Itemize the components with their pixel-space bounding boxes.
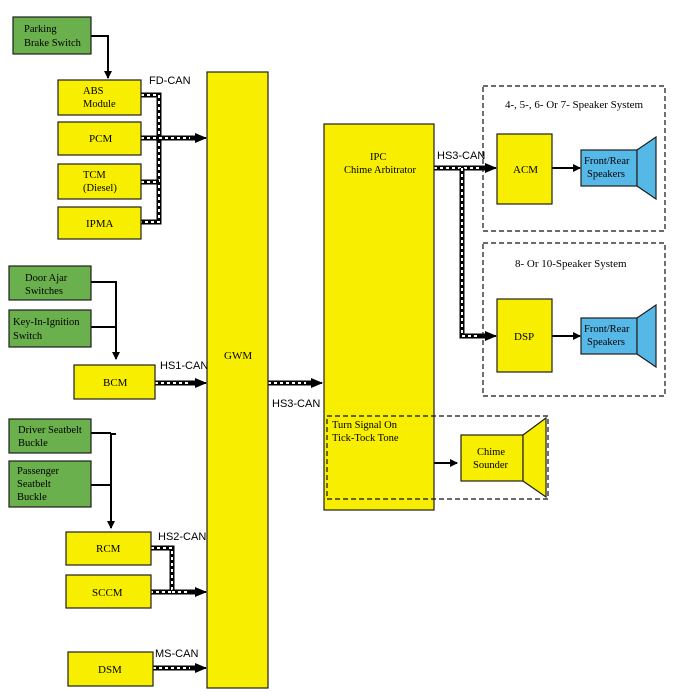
dsm-label: DSM bbox=[98, 664, 122, 676]
speaker-system-b-frame bbox=[482, 242, 666, 397]
passenger-seatbelt-label-3: Buckle bbox=[17, 492, 47, 503]
dsp-module bbox=[496, 298, 553, 373]
speakers-1-label-1: Front/Rear bbox=[584, 156, 630, 167]
sccm-label: SCCM bbox=[92, 587, 123, 599]
hs1-can-label: HS1-CAN bbox=[160, 360, 208, 372]
key-in-ignition-switch bbox=[8, 309, 92, 348]
door-ajar-switches bbox=[8, 265, 92, 301]
passenger-seatbelt-label-2: Seatbelt bbox=[17, 479, 51, 490]
chime-sounder-icon bbox=[460, 416, 547, 499]
key-in-ignition-label-1: Key-In-Ignition bbox=[13, 317, 80, 328]
chime-label-2: Sounder bbox=[473, 460, 509, 471]
dsm-module bbox=[67, 651, 154, 687]
rcm-module bbox=[65, 531, 152, 566]
ms-can-label: MS-CAN bbox=[155, 648, 198, 660]
speakers-2-label-1: Front/Rear bbox=[584, 324, 630, 335]
bcm-label: BCM bbox=[103, 377, 128, 389]
door-ajar-label-1: Door Ajar bbox=[25, 273, 68, 284]
parking-brake-label-1: Parking bbox=[24, 24, 57, 35]
tcm-label-1: TCM bbox=[83, 170, 106, 181]
hs3-can-ipc-label: HS3-CAN bbox=[437, 150, 485, 162]
abs-label-2: Module bbox=[83, 99, 116, 110]
speaker-system-a-label: 4-, 5-, 6- Or 7- Speaker System bbox=[505, 99, 644, 111]
abs-label-1: ABS bbox=[83, 86, 104, 97]
passenger-seatbelt-buckle bbox=[8, 460, 92, 508]
parking-brake-label-2: Brake Switch bbox=[24, 38, 82, 49]
ipc-module bbox=[323, 123, 435, 511]
fd-can-label: FD-CAN bbox=[149, 75, 191, 87]
parking-brake-switch bbox=[12, 16, 92, 55]
driver-seatbelt-buckle bbox=[8, 418, 92, 454]
speaker-1-icon bbox=[580, 135, 657, 201]
pcm-module bbox=[57, 121, 142, 156]
sccm-module bbox=[65, 574, 152, 609]
acm-label: ACM bbox=[513, 164, 538, 176]
tcm-label-2: (Diesel) bbox=[83, 183, 117, 194]
speaker-system-b-label: 8- Or 10-Speaker System bbox=[515, 258, 627, 270]
abs-module bbox=[57, 79, 142, 116]
key-in-ignition-label-2: Switch bbox=[13, 331, 43, 342]
dsp-label: DSP bbox=[514, 331, 534, 343]
ipma-module bbox=[57, 206, 142, 240]
bcm-module bbox=[73, 364, 156, 400]
ipc-label-1: IPC bbox=[370, 152, 386, 163]
hs3-can-gwm-label: HS3-CAN bbox=[272, 398, 320, 410]
tcm-module bbox=[57, 163, 142, 200]
chime-label-1: Chime bbox=[477, 447, 505, 458]
passenger-seatbelt-label-1: Passenger bbox=[17, 466, 59, 477]
rcm-label: RCM bbox=[96, 543, 121, 555]
speaker-system-a-frame bbox=[482, 85, 666, 232]
pcm-label: PCM bbox=[89, 133, 112, 145]
gwm-label: GWM bbox=[224, 350, 252, 362]
turn-signal-label-1: Turn Signal On bbox=[332, 420, 398, 431]
door-ajar-label-2: Switches bbox=[25, 286, 63, 297]
turn-signal-label-2: Tick-Tock Tone bbox=[332, 433, 399, 444]
speakers-1-label-2: Speakers bbox=[587, 169, 625, 180]
can-buses bbox=[141, 92, 581, 673]
speaker-2-icon bbox=[580, 303, 657, 369]
hs2-can-label: HS2-CAN bbox=[158, 531, 206, 543]
ipma-label: IPMA bbox=[86, 218, 114, 230]
ipc-label-2: Chime Arbitrator bbox=[344, 165, 417, 176]
driver-seatbelt-label-2: Buckle bbox=[18, 438, 48, 449]
gwm-module bbox=[206, 71, 269, 689]
driver-seatbelt-label-1: Driver Seatbelt bbox=[18, 425, 82, 436]
speakers-2-label-2: Speakers bbox=[587, 337, 625, 348]
acm-module bbox=[496, 133, 553, 205]
